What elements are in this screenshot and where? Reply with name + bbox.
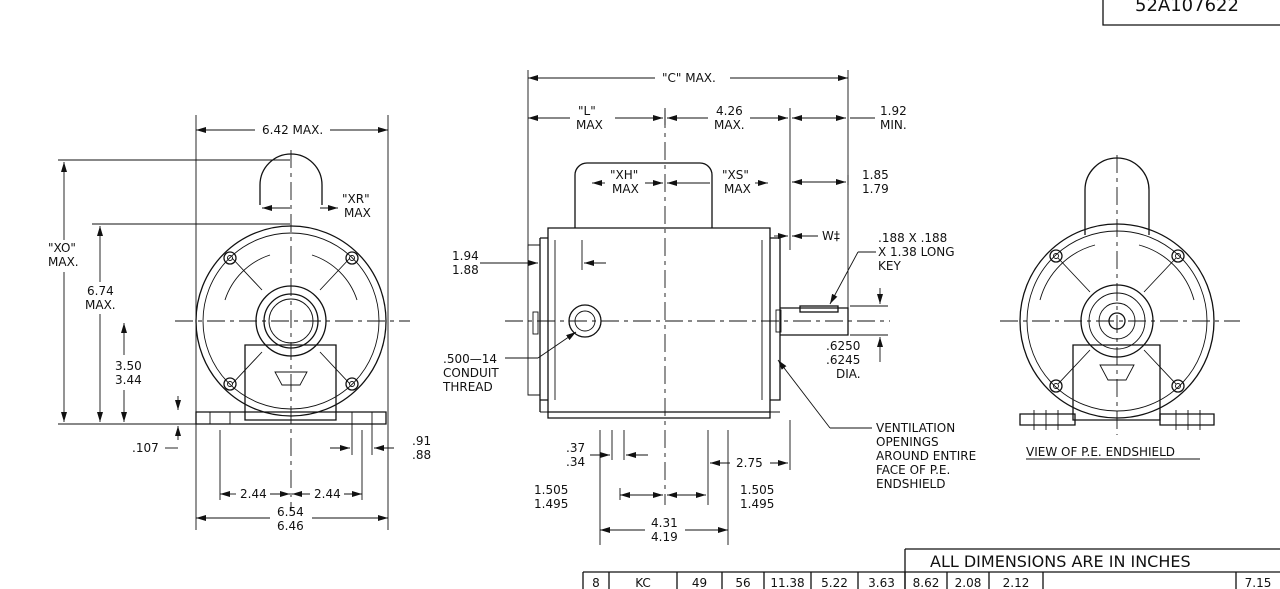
pe-endshield-view: VIEW OF P.E. ENDSHIELD	[1000, 155, 1240, 460]
dim-2-75: 2.75	[736, 456, 763, 470]
svg-text:1.495: 1.495	[534, 497, 568, 511]
dim-bolt-right: 2.44	[314, 487, 341, 501]
dim-max-width: 6.42 MAX.	[262, 123, 323, 137]
svg-text:MAX: MAX	[724, 182, 751, 196]
dim-base-width: 6.54	[277, 505, 304, 519]
dim-foot-thickness: .107	[132, 441, 159, 455]
svg-text:OPENINGS: OPENINGS	[876, 435, 939, 449]
table-cell: 5.22	[821, 576, 848, 589]
svg-text:DIA.: DIA.	[836, 367, 861, 381]
dim-1-92: 1.92	[880, 104, 907, 118]
title-block: 52A107622	[1102, 0, 1280, 26]
svg-text:MIN.: MIN.	[880, 118, 907, 132]
dim-slot-37: .37	[566, 441, 585, 455]
svg-text:.88: .88	[412, 448, 431, 462]
svg-text:MAX.: MAX.	[48, 255, 79, 269]
svg-text:4.19: 4.19	[651, 530, 678, 544]
dim-xr: "XR"	[342, 192, 370, 206]
all-dimensions-note: ALL DIMENSIONS ARE IN INCHES	[930, 552, 1191, 571]
table-cell: 7.15	[1245, 576, 1272, 589]
dim-1-85: 1.85	[862, 168, 889, 182]
table-cell: 8.62	[913, 576, 940, 589]
dim-shaft-dia: .6250	[826, 339, 860, 353]
svg-text:1.495: 1.495	[740, 497, 774, 511]
dim-l-max: "L"	[578, 104, 596, 118]
dim-slot: .91	[412, 434, 431, 448]
dimension-table: ALL DIMENSIONS ARE IN INCHES 8 KC 49 56 11.3…	[582, 548, 1280, 589]
svg-text:KEY: KEY	[878, 259, 901, 273]
dim-c-max: "C" MAX.	[662, 71, 716, 85]
dim-1-505-left: 1.505	[534, 483, 568, 497]
table-cell: 2.08	[955, 576, 982, 589]
dim-4-26: 4.26	[716, 104, 743, 118]
drawing-number: 52A107622	[1135, 0, 1239, 16]
svg-text:MAX.: MAX.	[85, 298, 116, 312]
svg-text:CONDUIT: CONDUIT	[443, 366, 499, 380]
svg-text:6.46: 6.46	[277, 519, 304, 533]
svg-text:AROUND ENTIRE: AROUND ENTIRE	[876, 449, 976, 463]
svg-text:MAX: MAX	[612, 182, 639, 196]
svg-text:MAX.: MAX.	[714, 118, 745, 132]
svg-text:1.79: 1.79	[862, 182, 889, 196]
table-cell: KC	[635, 576, 651, 589]
dim-1-94: 1.94	[452, 249, 479, 263]
dim-1-505-right: 1.505	[740, 483, 774, 497]
svg-text:THREAD: THREAD	[442, 380, 493, 394]
svg-text:MAX: MAX	[344, 206, 371, 220]
ventilation-note: VENTILATION	[876, 421, 955, 435]
svg-text:1.88: 1.88	[452, 263, 479, 277]
dim-center-height: 3.50	[115, 359, 142, 373]
table-cell: 3.63	[868, 576, 895, 589]
table-cell: 11.38	[770, 576, 804, 589]
table-cell: 56	[735, 576, 750, 589]
table-cell: 2.12	[1003, 576, 1030, 589]
table-row: 8 KC 49 56 11.38 5.22 3.63 8.62 2.08 2.12 7.15	[592, 572, 1271, 589]
dim-w: W‡	[822, 229, 840, 243]
dim-bolt-left: 2.44	[240, 487, 267, 501]
key-spec: .188 X .188	[878, 231, 947, 245]
svg-text:3.44: 3.44	[115, 373, 142, 387]
dim-4-31: 4.31	[651, 516, 678, 530]
side-view: "C" MAX. "L" MAX 4.26 MAX. 1.92 MIN. "XH…	[442, 70, 976, 545]
dim-xo: "XO"	[48, 241, 76, 255]
svg-text:X 1.38 LONG: X 1.38 LONG	[878, 245, 955, 259]
front-end-view: 6.42 MAX. "XR" MAX "XO" MAX. 6.74 MAX. 3…	[48, 115, 431, 533]
dim-xh: "XH"	[610, 168, 638, 182]
svg-text:.6245: .6245	[826, 353, 860, 367]
dim-height: 6.74	[87, 284, 114, 298]
conduit-thread-note: .500—14	[443, 352, 497, 366]
table-cell: 8	[592, 576, 600, 589]
svg-text:.34: .34	[566, 455, 585, 469]
svg-text:FACE OF P.E.: FACE OF P.E.	[876, 463, 950, 477]
view-label: VIEW OF P.E. ENDSHIELD	[1026, 445, 1175, 459]
dim-xs: "XS"	[722, 168, 749, 182]
svg-text:MAX: MAX	[576, 118, 603, 132]
table-cell: 49	[692, 576, 707, 589]
svg-text:ENDSHIELD: ENDSHIELD	[876, 477, 946, 491]
